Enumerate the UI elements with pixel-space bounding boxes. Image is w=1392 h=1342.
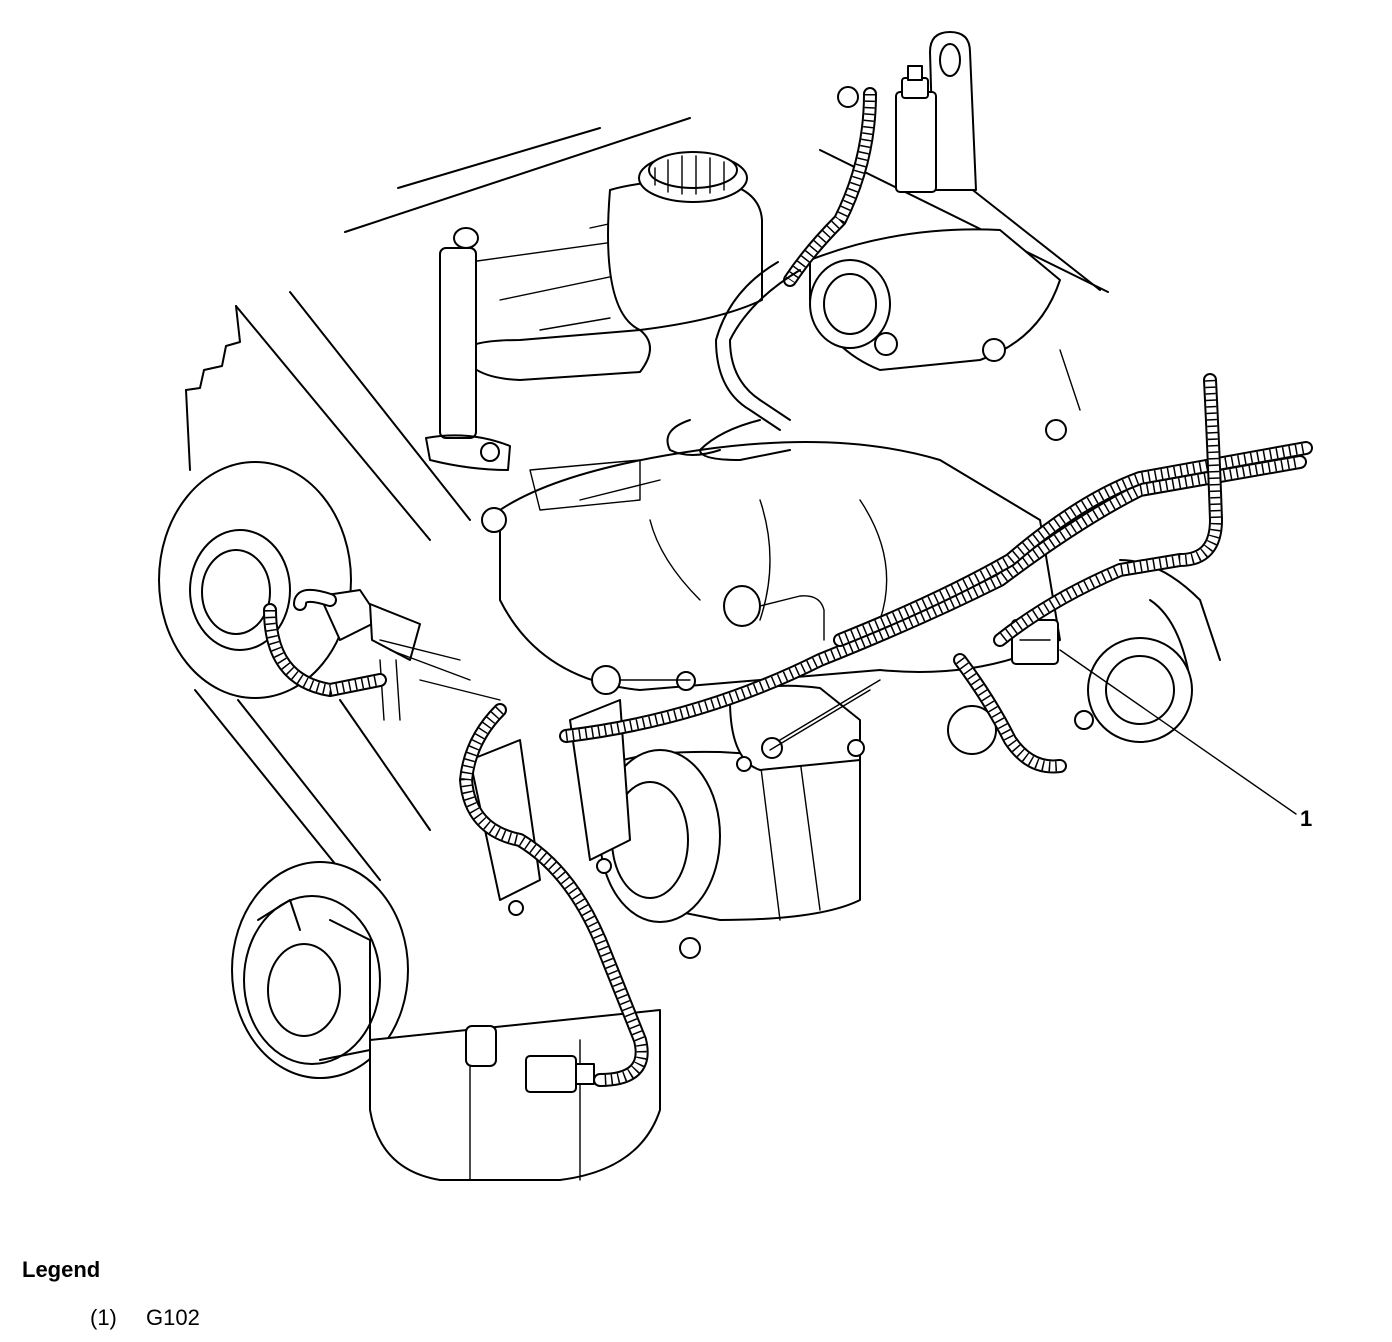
legend: Legend (1) G102 [22,1256,622,1332]
sensor-leads [379,595,881,751]
upper-pulley [158,461,352,699]
oil-pan [369,1009,661,1181]
engine-wiring-illustration: 1 [158,31,1313,1181]
transmission-housing [947,559,1221,755]
wiring-harness [263,87,1313,1087]
oil-filler-cap [638,151,748,203]
valve-cover [461,151,763,381]
crossover-pipe [809,228,1081,441]
lower-connector [525,1055,595,1093]
engine-drawing: 1 [158,31,1313,1181]
drive-belt [194,689,431,881]
legend-title: Legend [22,1257,101,1282]
dipstick-tube [425,227,511,471]
callout-leader-line [1059,649,1297,815]
starter-motor [599,684,865,959]
legend-item-label: G102 [146,1305,200,1330]
callout-1: 1 [1059,649,1312,831]
engine-manifold [481,441,1061,695]
legend-item-number: (1) [90,1305,117,1330]
lift-bracket [837,31,977,193]
engine-block-outline [185,117,1109,541]
legend-list: (1) G102 [22,1304,622,1332]
legend-item: (1) G102 [90,1304,622,1332]
callout-number: 1 [1300,806,1312,831]
crank-pulley [231,861,409,1079]
